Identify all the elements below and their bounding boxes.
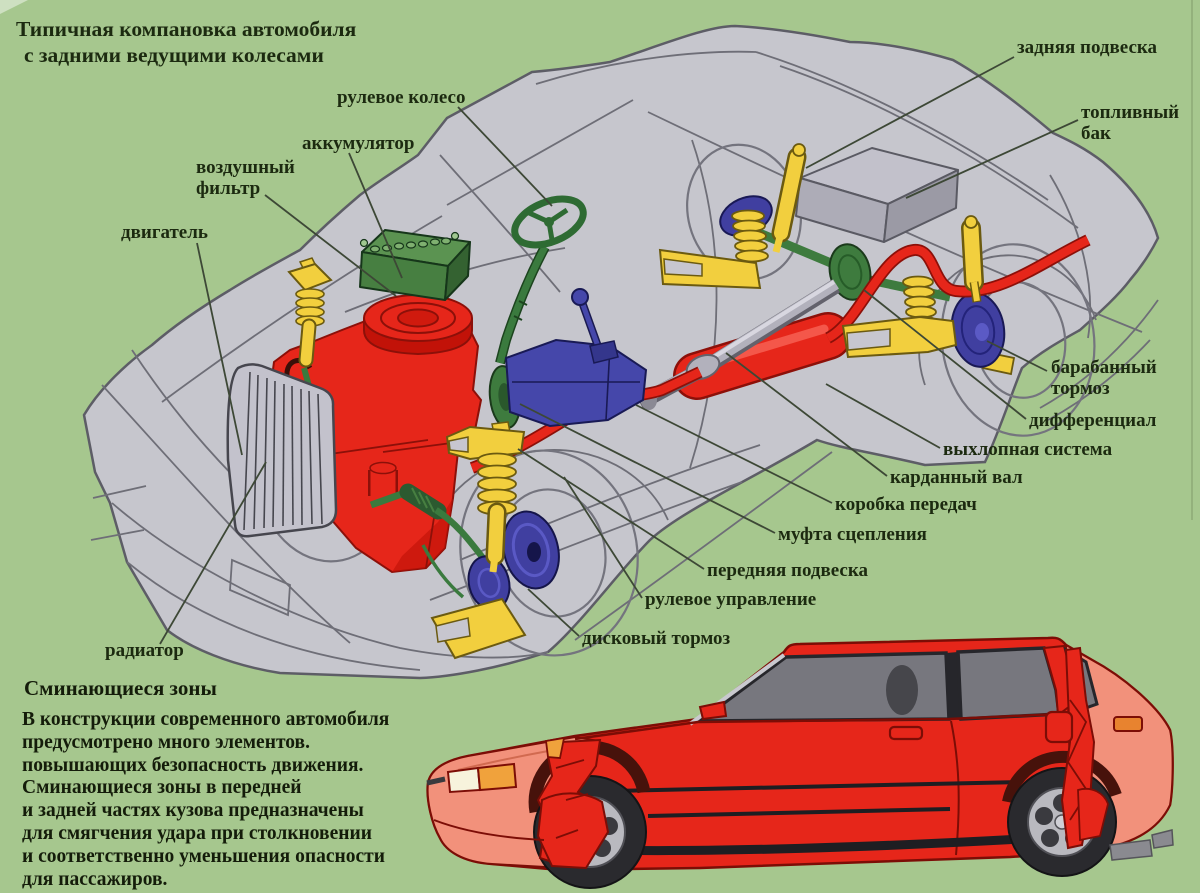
leader-lines (159, 56, 1079, 645)
crashed-car-illustration (426, 636, 1174, 889)
label-rear-suspension: задняя подвеска (1017, 37, 1158, 58)
label-driveshaft: карданный вал (890, 467, 1023, 488)
label-differential: дифференциал (1029, 410, 1157, 431)
leader-clutch (519, 403, 776, 534)
battery-part (359, 229, 471, 301)
label-battery: аккумулятор (302, 133, 415, 154)
diagram-title: Типичная компановка автомобиля с задними… (16, 16, 356, 68)
gearbox-part (504, 288, 648, 428)
leader-fuel-tank (905, 119, 1079, 199)
leader-radiator (159, 461, 267, 645)
leader-battery (348, 152, 403, 279)
crumple-zones-section: Сминающиеся зоны В конструкции современн… (22, 676, 442, 891)
rear-suspension-left (658, 143, 807, 290)
rear-suspension-right (841, 215, 984, 359)
label-clutch: муфта сцепления (778, 524, 927, 545)
disc-brake-part (467, 510, 560, 611)
crumple-zones-body: В конструкции современного автомобиля пр… (22, 709, 390, 890)
label-disc-brake: дисковый тормоз (582, 628, 731, 649)
front-crumple-folds (536, 736, 610, 870)
rear-crumple-folds (1060, 646, 1109, 850)
side-mirror (698, 700, 728, 721)
leader-front-suspension (517, 448, 705, 570)
steering-part (369, 195, 587, 599)
label-air-filter: воздушный фильтр (196, 157, 295, 199)
label-steering-wheel: рулевое колесо (337, 87, 466, 108)
tail-light (1113, 716, 1143, 732)
leader-rear-suspension (805, 56, 1015, 169)
radiator-part (226, 363, 338, 538)
label-radiator: радиатор (105, 640, 184, 661)
leader-driveshaft (725, 352, 888, 477)
leader-air-filter (264, 194, 397, 297)
steering-wheel-part (511, 195, 587, 249)
leader-drum-brake (986, 340, 1048, 372)
leader-steering (563, 476, 643, 599)
label-front-suspension: передняя подвеска (707, 560, 869, 581)
leader-gearbox (635, 404, 833, 504)
lower-control-arm (430, 597, 527, 660)
fuel-filler (1044, 710, 1074, 744)
air-filter-part (363, 294, 473, 356)
gear-knob (571, 288, 589, 306)
label-gearbox: коробка передач (835, 494, 977, 515)
label-steering: рулевое управление (645, 589, 817, 610)
crumple-zones-heading: Сминающиеся зоны (24, 676, 217, 700)
leader-disc-brake (527, 588, 580, 637)
side-window (956, 646, 1061, 721)
headrest (886, 665, 918, 715)
label-engine: двигатель (121, 222, 208, 243)
front-strut-right (445, 421, 526, 573)
label-drum-brake: барабанный тормоз (1051, 357, 1157, 399)
door-handle (888, 725, 924, 741)
label-exhaust-system: выхлопная система (943, 439, 1113, 460)
label-fuel-tank: топливный бак (1081, 102, 1180, 144)
headlight (446, 766, 482, 794)
diagram-title-line1: Типичная компановка автомобиля (16, 17, 357, 41)
diagram-title-line2: с задними ведущими колесами (24, 43, 324, 67)
fuel-tank-part (795, 147, 959, 243)
leader-exhaust-system (825, 383, 941, 449)
scan-edge-line (1191, 0, 1193, 520)
leader-differential (863, 289, 1027, 420)
leader-steering-wheel (457, 106, 553, 207)
leader-engine (196, 242, 243, 456)
scan-corner (0, 0, 28, 14)
exhaust-tailpipe (824, 234, 1091, 344)
